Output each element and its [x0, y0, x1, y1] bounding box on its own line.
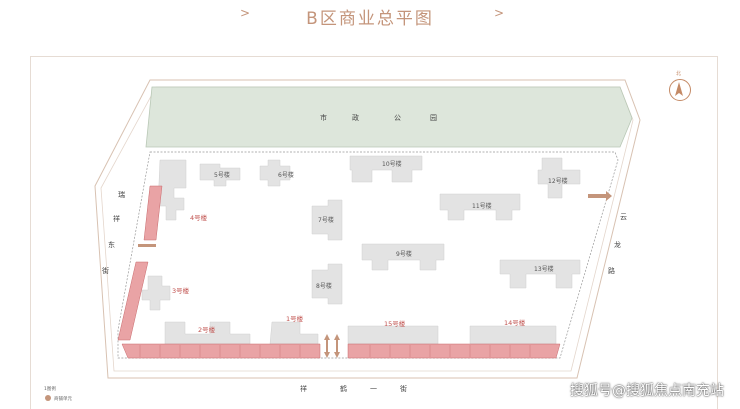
building-3 — [141, 275, 171, 311]
legend-item: 商铺单元 — [54, 397, 72, 402]
compass-ring — [669, 79, 691, 101]
street-left-4: 街 — [102, 267, 109, 275]
street-top-2: 政 — [352, 114, 359, 122]
building-10-label: 10号楼 — [382, 161, 402, 168]
prev-arrow[interactable]: > — [240, 6, 251, 20]
building-14-label: 14号楼 — [504, 319, 526, 327]
building-11 — [439, 193, 521, 221]
building-3-label: 3号楼 — [172, 287, 190, 295]
entrance-arrow-south — [324, 334, 330, 358]
street-top-1: 市 — [320, 114, 327, 122]
map-frame — [30, 56, 718, 409]
shop-strip-bottom-east — [347, 343, 561, 359]
building-1 — [269, 321, 319, 345]
building-1-label: 1号楼 — [286, 315, 304, 323]
street-bottom-4: 街 — [400, 385, 407, 393]
building-13-label: 13号楼 — [534, 266, 554, 273]
building-9-label: 9号楼 — [396, 251, 412, 258]
building-7 — [311, 199, 343, 241]
building-2-label: 2号楼 — [198, 326, 216, 334]
entrance-arrow-south-2 — [334, 334, 340, 358]
lot-outline-outer — [94, 79, 641, 379]
building-5-label: 5号楼 — [214, 172, 230, 179]
building-8-label: 8号楼 — [316, 283, 332, 290]
street-right-2: 龙 — [614, 241, 621, 249]
building-10 — [349, 155, 423, 183]
street-left-2: 祥 — [113, 215, 120, 223]
street-right-1: 云 — [620, 213, 627, 221]
page-title: B区商业总平图 — [306, 9, 434, 29]
building-7-label: 7号楼 — [318, 217, 334, 224]
site-boundary — [117, 151, 619, 359]
building-12 — [537, 157, 581, 199]
compass-north-label: 北 — [676, 71, 682, 77]
street-top-4: 园 — [430, 114, 437, 122]
legend-title: 1图例 — [44, 387, 56, 392]
entrance-arrow-west — [138, 244, 156, 247]
street-top-3: 公 — [394, 114, 401, 122]
entrance-arrow-east — [588, 191, 612, 201]
next-arrow[interactable]: > — [494, 6, 505, 20]
building-15-label: 15号楼 — [384, 320, 406, 328]
building-13 — [499, 259, 581, 289]
building-4-label: 4号楼 — [190, 214, 208, 222]
building-12-label: 12号楼 — [548, 178, 568, 185]
building-15 — [347, 325, 439, 345]
watermark: 搜狐号@搜狐焦点南充站 — [570, 383, 724, 399]
municipal-park — [145, 86, 633, 148]
shop-strip-west-upper — [143, 185, 163, 241]
building-6-label: 6号楼 — [278, 172, 294, 179]
building-11-label: 11号楼 — [472, 203, 492, 210]
street-bottom-1: 祥 — [300, 385, 307, 393]
building-6 — [259, 159, 291, 187]
street-right-3: 路 — [608, 267, 615, 275]
building-4 — [157, 159, 187, 221]
building-14 — [469, 325, 557, 345]
building-5 — [199, 163, 241, 187]
street-bottom-2: 鹤 — [340, 385, 347, 393]
street-left-3: 东 — [108, 241, 115, 249]
building-8 — [311, 263, 343, 305]
street-left-1: 瑞 — [118, 191, 125, 199]
street-bottom-3: 一 — [370, 385, 377, 393]
legend-dot — [45, 395, 51, 401]
building-9 — [361, 243, 445, 271]
shop-strip-west-lower — [117, 261, 149, 341]
shop-strip-bottom-west — [121, 343, 321, 359]
